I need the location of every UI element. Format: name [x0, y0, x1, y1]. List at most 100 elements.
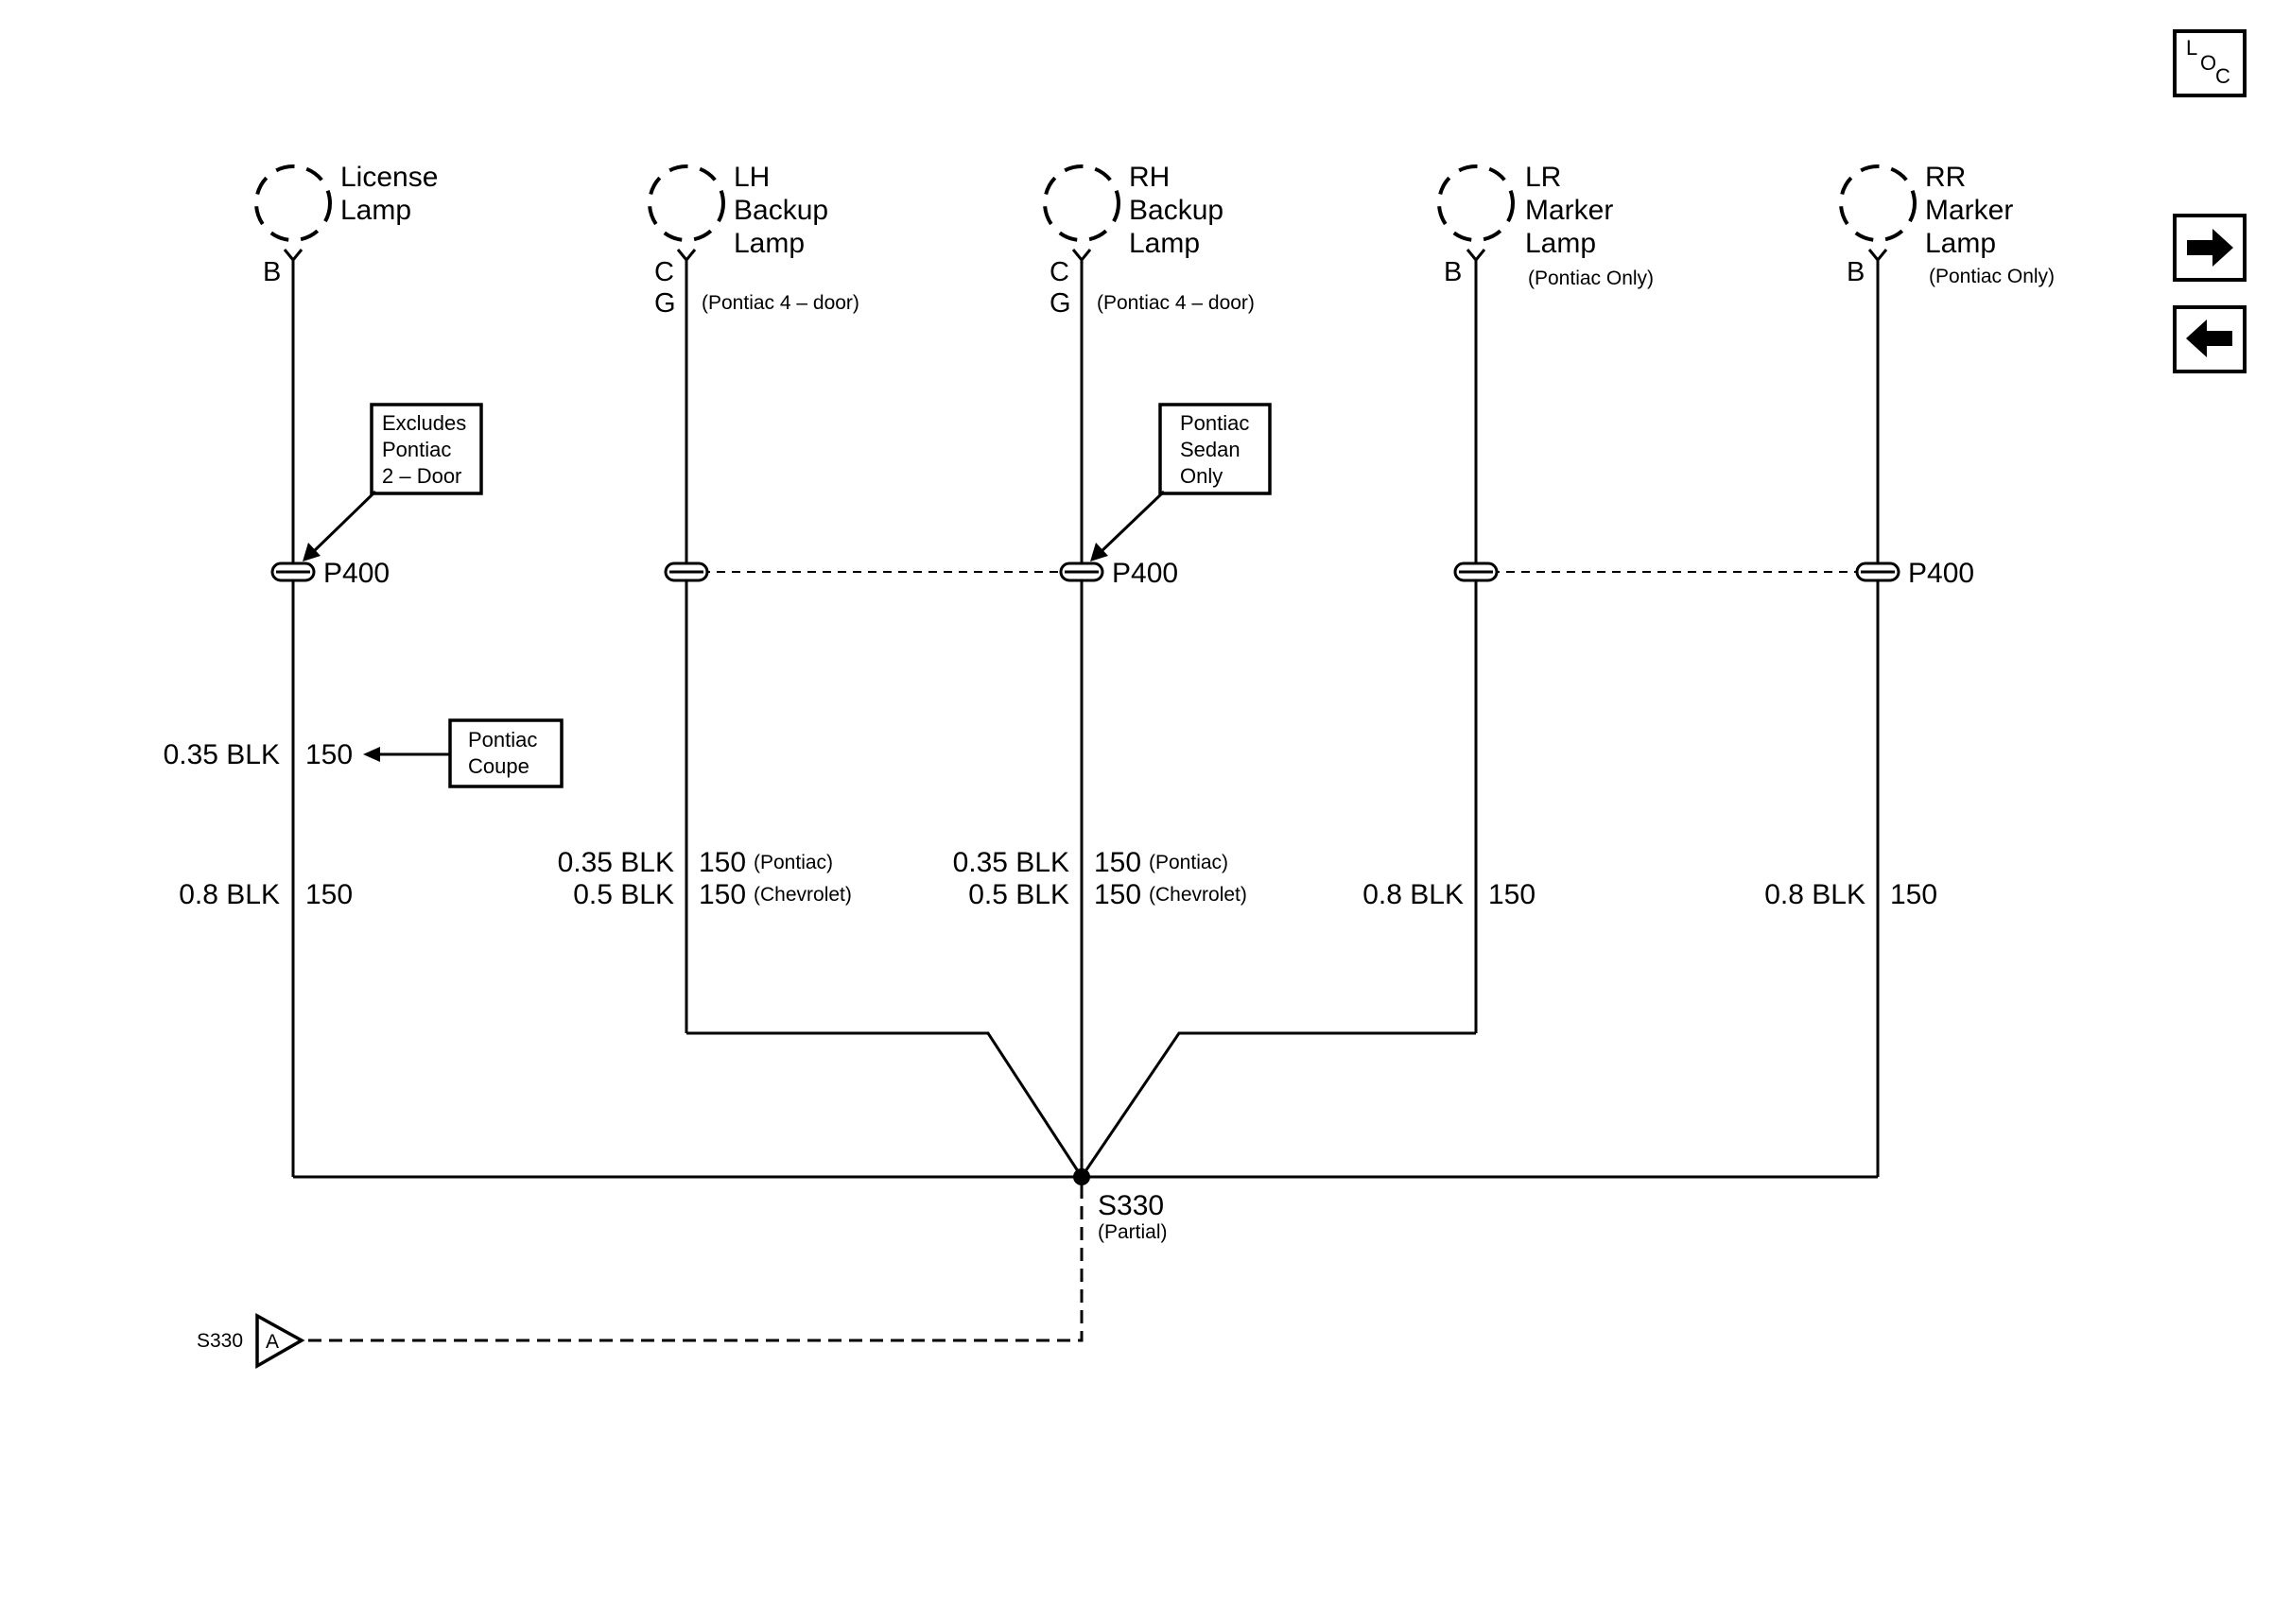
bulb-icon	[254, 164, 332, 242]
license-wire-gauge-2: 0.8 BLK	[179, 879, 280, 910]
callout-arrow-line	[310, 490, 377, 555]
p400-connector-license	[270, 561, 316, 582]
lh-wire-gauge-1: 0.35 BLK	[558, 847, 674, 878]
lr-wire-gauge: 0.8 BLK	[1362, 879, 1464, 910]
lh-wire-note-2: (Chevrolet)	[754, 884, 852, 906]
callout-text-2: Pontiac	[382, 438, 451, 461]
callout-arrow-line	[1098, 490, 1166, 555]
lh-backup-lamp-name-1: LH	[734, 162, 770, 193]
arrow-head-icon	[363, 747, 380, 762]
forward-button[interactable]	[2173, 214, 2247, 282]
lr-marker-join	[1080, 1031, 1476, 1178]
bulb-icon	[648, 164, 725, 242]
splice-name: S330	[1098, 1190, 1164, 1221]
callout-text-1: Excludes	[382, 411, 466, 435]
p400-connector-rr	[1855, 561, 1900, 582]
rh-backup-lamp-note: (Pontiac 4 – door)	[1097, 292, 1255, 314]
arrow-head-icon	[303, 543, 321, 561]
locator-letter-c: C	[2215, 64, 2230, 88]
rh-wire-circuit-2: 150	[1094, 879, 1141, 910]
p400-label-rr: P400	[1908, 558, 1974, 589]
back-button[interactable]	[2173, 305, 2247, 373]
bulb-icon	[1839, 164, 1917, 242]
bulb-icon	[1043, 164, 1120, 242]
lr-marker-lamp-note: (Pontiac Only)	[1528, 268, 1654, 289]
rh-backup-lamp-name-2: Backup	[1129, 195, 1223, 226]
callout-box	[1158, 403, 1272, 495]
locator-button[interactable]: L O C	[2173, 29, 2247, 97]
rr-wire-gauge: 0.8 BLK	[1764, 879, 1865, 910]
license-wire-circuit-1: 150	[305, 739, 353, 770]
rh-wire-circuit-1: 150	[1094, 847, 1141, 878]
lamp-terminal	[283, 249, 304, 263]
p400-connectors: P400 P400 P400	[270, 558, 1974, 589]
lamp-terminal	[1466, 249, 1486, 263]
splice-note: (Partial)	[1098, 1221, 1168, 1243]
callout-box	[370, 403, 483, 495]
p400-connector-lr	[1453, 561, 1499, 582]
rr-marker-lamp-name-1: RR	[1925, 162, 1966, 193]
arrow-head-icon	[1090, 543, 1108, 561]
license-lamp-name-2: Lamp	[340, 195, 411, 226]
callout-text-2: Coupe	[468, 754, 529, 778]
offpage-letter: A	[266, 1331, 279, 1353]
lamp-terminal	[1071, 249, 1092, 263]
rr-marker-lamp-name-2: Marker	[1925, 195, 2013, 226]
rh-wire-note-2: (Chevrolet)	[1149, 884, 1247, 906]
lh-wire-circuit-1: 150	[699, 847, 746, 878]
locator-button-frame[interactable]	[2173, 29, 2247, 97]
lh-wire-note-1: (Pontiac)	[754, 852, 833, 873]
lh-backup-lamp: LH Backup Lamp C G (Pontiac 4 – door)	[648, 162, 859, 319]
rh-wire-gauge-1: 0.35 BLK	[953, 847, 1069, 878]
p400-connector-lh	[664, 561, 709, 582]
wires	[291, 260, 1880, 1179]
right-arrow-icon	[2187, 229, 2233, 267]
lh-backup-lamp-name-3: Lamp	[734, 228, 805, 259]
rr-wire-circuit: 150	[1890, 879, 1937, 910]
rr-marker-lamp: RR Marker Lamp B (Pontiac Only)	[1839, 162, 2055, 287]
callout-pontiac-coupe: Pontiac Coupe	[363, 718, 564, 788]
callout-text-2: Sedan	[1180, 438, 1241, 461]
lamp-terminal	[1867, 249, 1888, 263]
rh-backup-lamp-name-3: Lamp	[1129, 228, 1200, 259]
lh-backup-lamp-name-2: Backup	[734, 195, 828, 226]
license-wire-circuit-2: 150	[305, 879, 353, 910]
splice-s330: S330 (Partial)	[305, 1168, 1168, 1342]
lh-backup-lamp-pin-2: G	[654, 288, 676, 319]
lh-wire-gauge-2: 0.5 BLK	[573, 879, 674, 910]
rr-marker-lamp-note: (Pontiac Only)	[1929, 266, 2055, 287]
lr-marker-lamp-pin: B	[1444, 257, 1462, 287]
license-wire-gauge-1: 0.35 BLK	[164, 739, 280, 770]
rr-marker-lamp-pin: B	[1847, 257, 1865, 287]
lh-backup-join	[686, 1031, 1084, 1178]
p400-label-license: P400	[323, 558, 390, 589]
splice-dot	[1073, 1168, 1090, 1185]
rh-wire-note-1: (Pontiac)	[1149, 852, 1228, 873]
lr-marker-lamp-name-1: LR	[1525, 162, 1561, 193]
lr-wire-circuit: 150	[1488, 879, 1536, 910]
lr-marker-lamp: LR Marker Lamp B (Pontiac Only)	[1437, 162, 1654, 289]
rh-wire-gauge-2: 0.5 BLK	[968, 879, 1069, 910]
left-arrow-icon	[2186, 320, 2232, 357]
callout-text-1: Pontiac	[468, 728, 537, 752]
offpage-triangle-icon	[255, 1313, 305, 1370]
bulb-icon	[1437, 164, 1515, 242]
license-lamp: License Lamp B	[254, 162, 438, 287]
rh-backup-lamp: RH Backup Lamp C G (Pontiac 4 – door)	[1043, 162, 1255, 319]
lh-backup-lamp-pin-1: C	[654, 257, 674, 287]
splice-offpage-wire	[305, 1185, 1084, 1342]
rr-marker-lamp-name-3: Lamp	[1925, 228, 1996, 259]
callout-text-3: 2 – Door	[382, 464, 461, 488]
offpage-label: S330	[197, 1330, 243, 1352]
license-lamp-pin: B	[263, 257, 281, 287]
lamp-terminal	[676, 249, 697, 263]
locator-letter-o: O	[2200, 51, 2216, 75]
rh-backup-lamp-name-1: RH	[1129, 162, 1170, 193]
rh-backup-lamp-pin-2: G	[1050, 288, 1071, 319]
offpage-connector-a[interactable]: S330 A	[197, 1313, 305, 1370]
lh-wire-circuit-2: 150	[699, 879, 746, 910]
callout-text-3: Only	[1180, 464, 1223, 488]
lr-marker-lamp-name-3: Lamp	[1525, 228, 1596, 259]
callout-pontiac-sedan-only: Pontiac Sedan Only	[1090, 403, 1272, 561]
